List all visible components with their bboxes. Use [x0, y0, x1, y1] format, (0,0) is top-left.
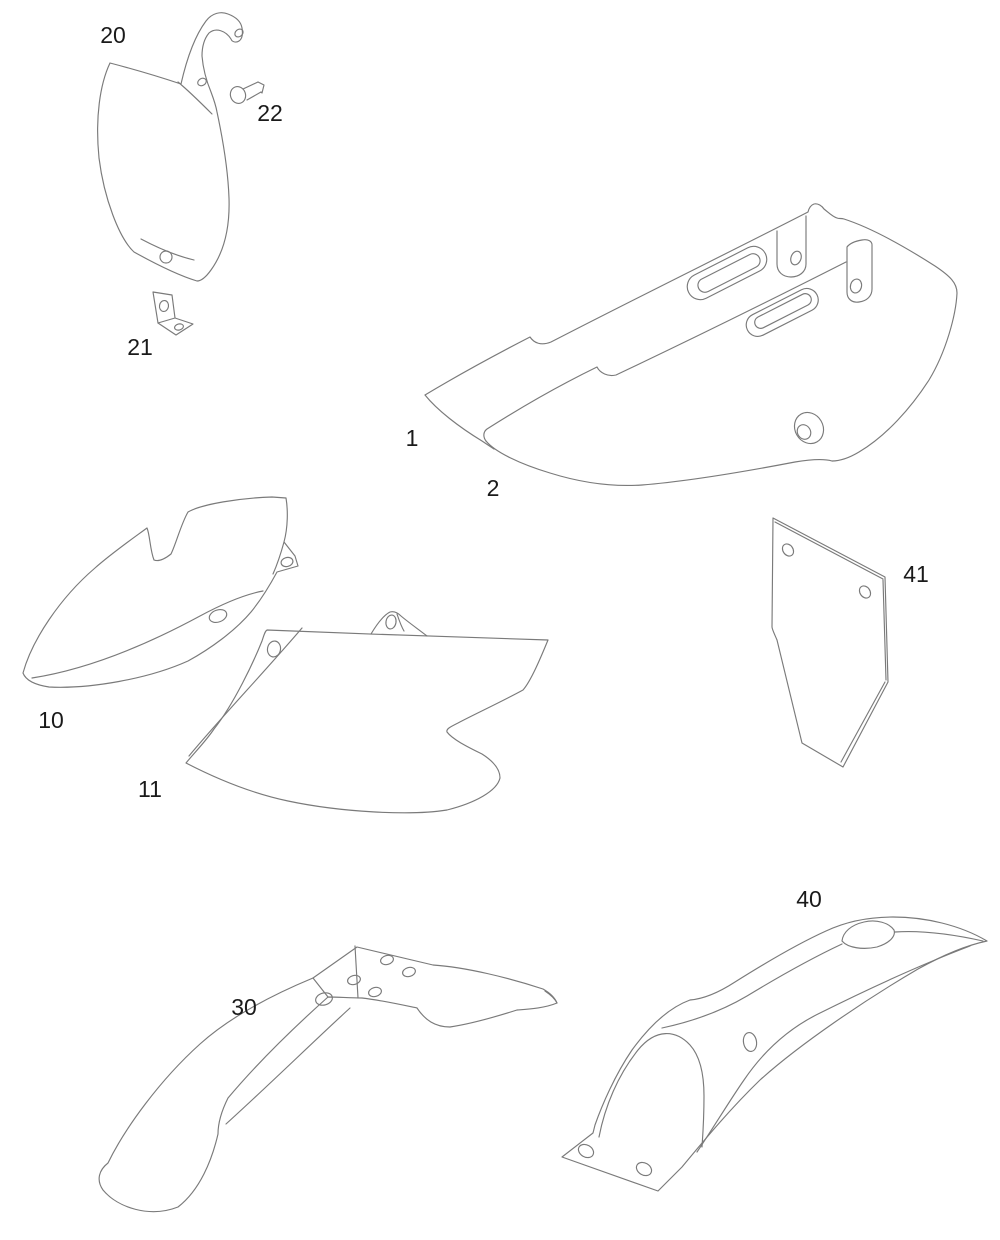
fender-outline	[561, 916, 988, 1192]
mount-hole-2	[402, 966, 416, 978]
hook-hole	[234, 28, 244, 38]
mount-tab-a	[776, 215, 807, 278]
callout-40: 40	[796, 886, 822, 912]
flange-hole-2	[635, 1161, 653, 1177]
bottom-arc	[140, 238, 195, 261]
face-slot-hole	[208, 609, 228, 623]
callout-labels: 20 22 21 1 2 41 10 11 30 40	[38, 22, 929, 1020]
upper-hole	[266, 640, 282, 658]
vent-slot-2-inner	[754, 293, 812, 329]
lower-hole	[858, 585, 872, 599]
seat-cap	[841, 920, 895, 949]
top-edge-front	[894, 931, 984, 942]
panel-2-bottom-edge	[485, 440, 833, 487]
mount-tab-b-hole	[849, 278, 863, 294]
panel-outline	[22, 496, 299, 688]
panel-1-bottom-edge	[424, 394, 495, 450]
top-tab-hole	[385, 614, 397, 630]
upper-hole	[781, 543, 795, 557]
bracket-base-hole	[174, 323, 184, 331]
callout-41: 41	[903, 561, 929, 587]
arch-inner-edge	[598, 1033, 705, 1148]
part-20-front-number-plate	[97, 12, 244, 282]
top-tab	[370, 611, 428, 637]
callout-10: 10	[38, 707, 64, 733]
bracket-face-hole	[158, 299, 170, 313]
edge-thickness-bottom	[840, 681, 886, 763]
panel-1-top-right-outline	[424, 203, 958, 462]
part-41-mud-flap-plate	[771, 517, 889, 768]
flange-hole-1	[577, 1143, 595, 1159]
vent-slot-1-inner	[697, 253, 761, 293]
callout-11: 11	[138, 776, 162, 802]
tab-hole	[280, 556, 294, 568]
callout-2: 2	[487, 475, 500, 501]
lower-lip-line	[31, 590, 264, 679]
screw-shaft-top	[242, 81, 259, 90]
callout-20: 20	[100, 22, 126, 48]
part-40-rear-fender	[561, 916, 988, 1192]
parts-1-2-side-panels	[424, 203, 958, 487]
strap-hole	[197, 77, 207, 87]
bracket-base	[157, 317, 194, 336]
grommet-inner	[796, 424, 812, 440]
panel-outline	[185, 629, 549, 814]
part-10-shroud-panel	[22, 496, 299, 688]
part-30-front-fender	[98, 945, 558, 1213]
screw-head	[229, 86, 247, 104]
edge-thickness-right	[882, 579, 887, 681]
screw-tip	[257, 81, 265, 94]
blade-crease	[225, 1007, 351, 1125]
screw-shaft-bottom	[246, 91, 262, 101]
diagram-linework	[22, 12, 988, 1213]
front-crease	[188, 627, 303, 757]
panel-2-top-edge	[483, 261, 847, 442]
mount-hole-4	[368, 986, 382, 998]
vent-slot-1-outer	[686, 245, 768, 301]
flap-hole	[315, 992, 333, 1006]
flap-fold-edge	[312, 977, 329, 998]
callout-21: 21	[127, 334, 153, 360]
edge-behind-tab	[272, 541, 285, 575]
callout-30: 30	[231, 994, 257, 1020]
mounting-hole	[159, 250, 173, 264]
bracket-face	[152, 291, 176, 324]
mount-tab-a-hole	[790, 250, 802, 266]
part-11-side-number-plate	[185, 611, 549, 814]
crease-line	[177, 81, 213, 115]
mount-hole-1	[380, 954, 394, 966]
part-22-screw	[229, 81, 265, 104]
side-hole	[742, 1032, 758, 1052]
vent-slot-2-outer	[745, 287, 819, 338]
top-tab-fold	[396, 613, 405, 632]
edge-thickness-top	[774, 521, 884, 580]
side-ridge	[696, 945, 971, 1153]
fender-outline	[98, 946, 558, 1213]
mount-hole-3	[347, 974, 361, 986]
top-ridge-left	[661, 943, 843, 1029]
plate-outline	[97, 12, 243, 282]
plate-outline	[771, 517, 889, 768]
tip-fold	[544, 990, 558, 1004]
bracket-plate-divider	[354, 945, 359, 999]
callout-1: 1	[406, 425, 419, 451]
grommet-outer	[793, 411, 825, 445]
mount-tab-b	[846, 239, 873, 303]
callout-22: 22	[257, 100, 283, 126]
part-21-bracket	[152, 291, 194, 336]
